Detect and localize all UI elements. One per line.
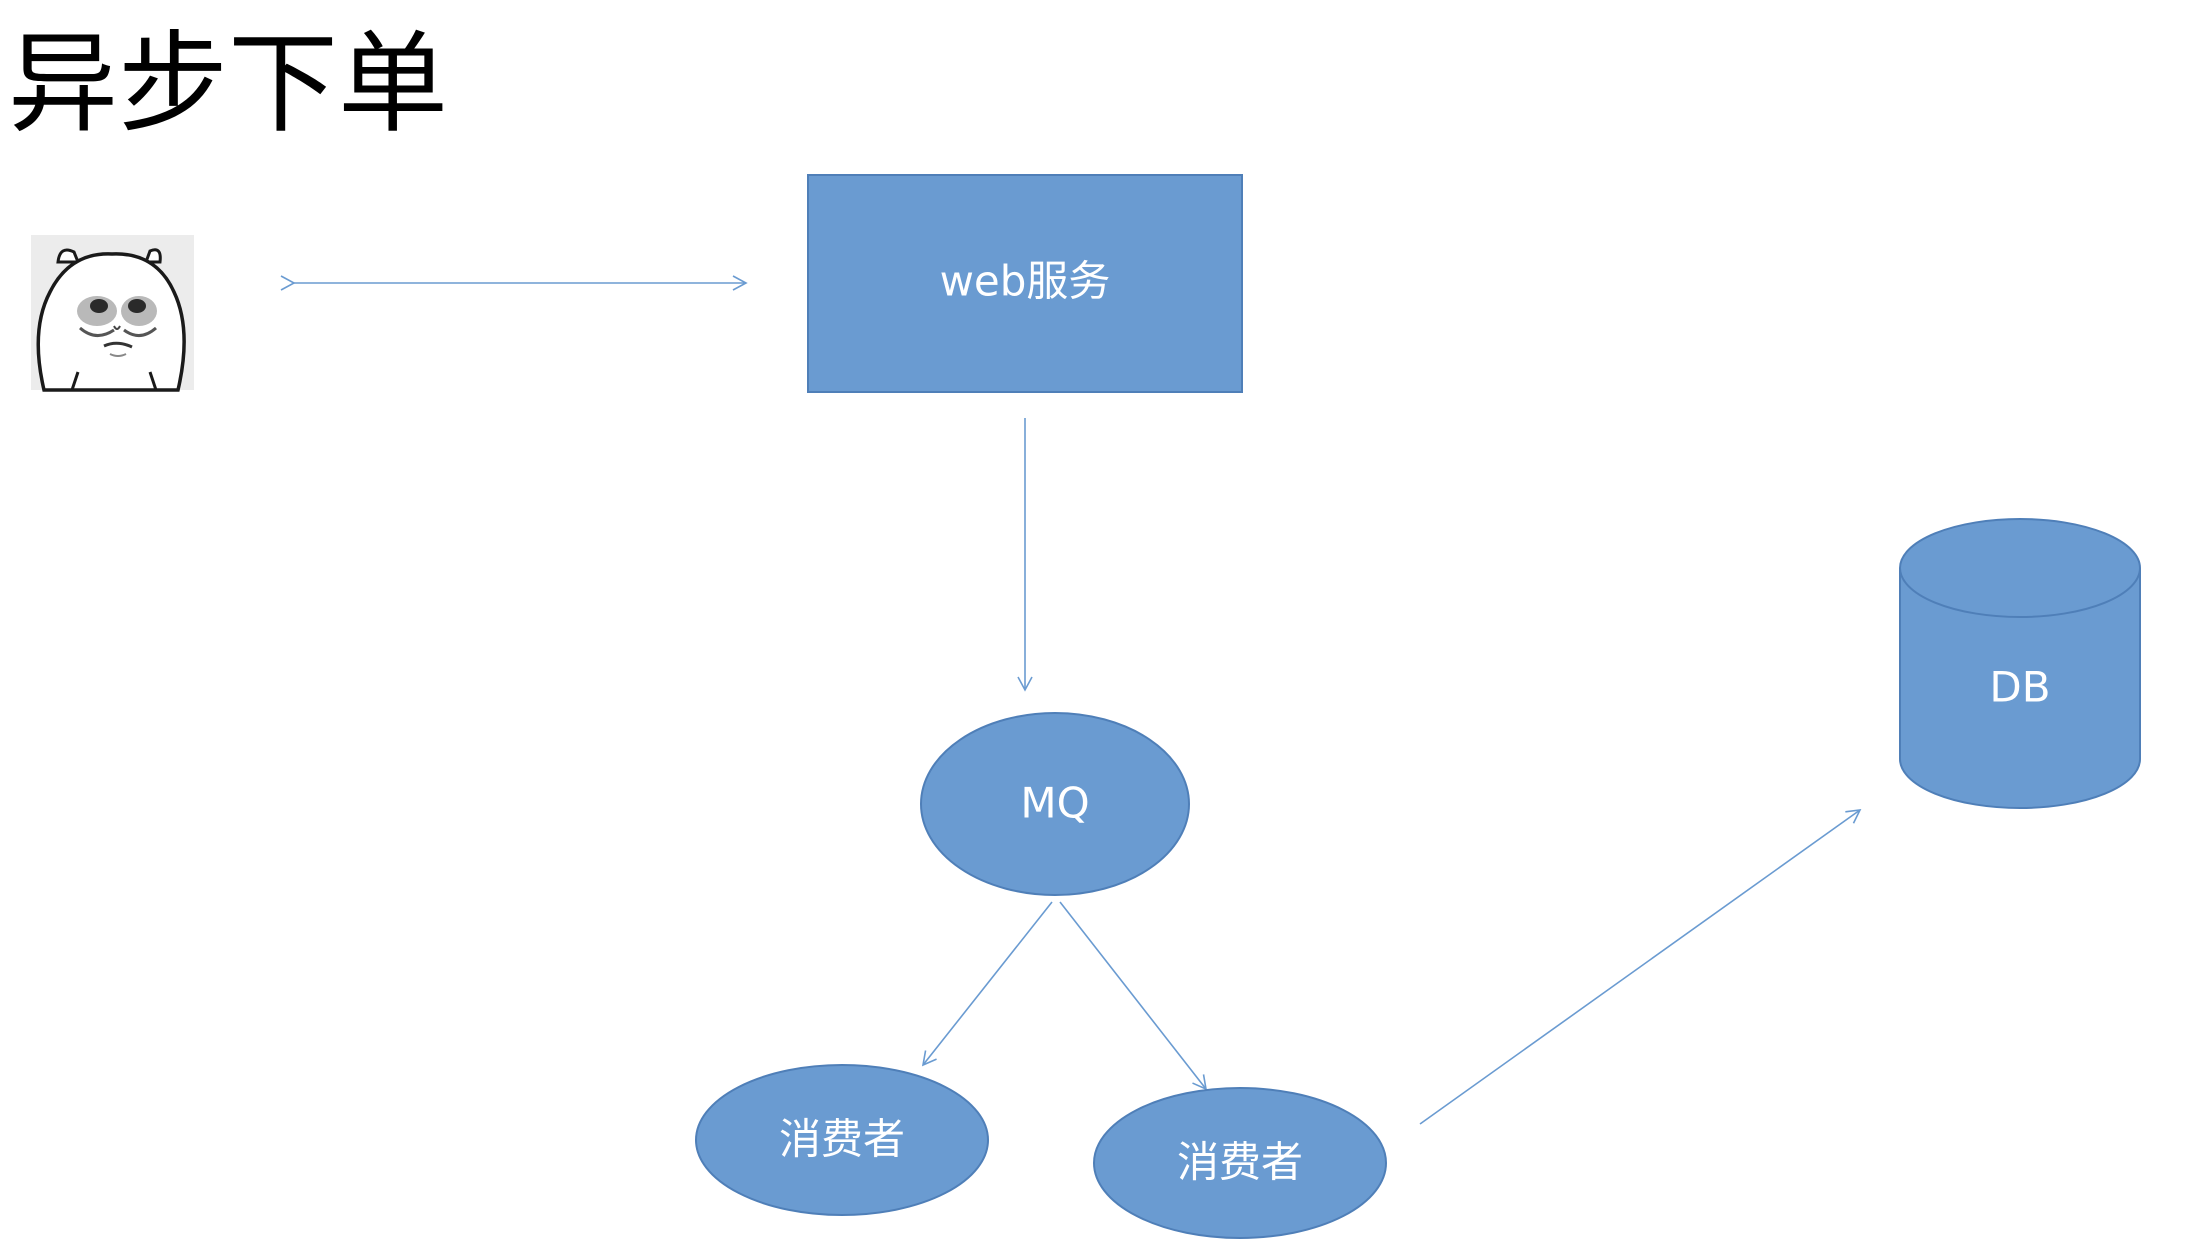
consumer-node-2: 消费者 bbox=[1093, 1087, 1387, 1239]
db-node: DB bbox=[1899, 518, 2141, 809]
consumer-2-label: 消费者 bbox=[1177, 1138, 1303, 1187]
db-label: DB bbox=[1989, 663, 2050, 712]
page-title: 异步下单 bbox=[8, 20, 448, 148]
edge-mq-consumer2 bbox=[1059, 901, 1208, 1091]
consumer-node-1: 消费者 bbox=[695, 1064, 989, 1216]
edge-mq-consumer1 bbox=[921, 901, 1053, 1067]
mq-label: MQ bbox=[1020, 779, 1089, 828]
edge-consumer2-db bbox=[1419, 809, 1862, 1125]
web-service-node: web服务 bbox=[807, 174, 1243, 393]
web-service-label: web服务 bbox=[940, 257, 1111, 306]
panda-face-meme-icon bbox=[31, 235, 194, 392]
mq-node: MQ bbox=[920, 712, 1190, 896]
consumer-1-label: 消费者 bbox=[779, 1115, 905, 1164]
